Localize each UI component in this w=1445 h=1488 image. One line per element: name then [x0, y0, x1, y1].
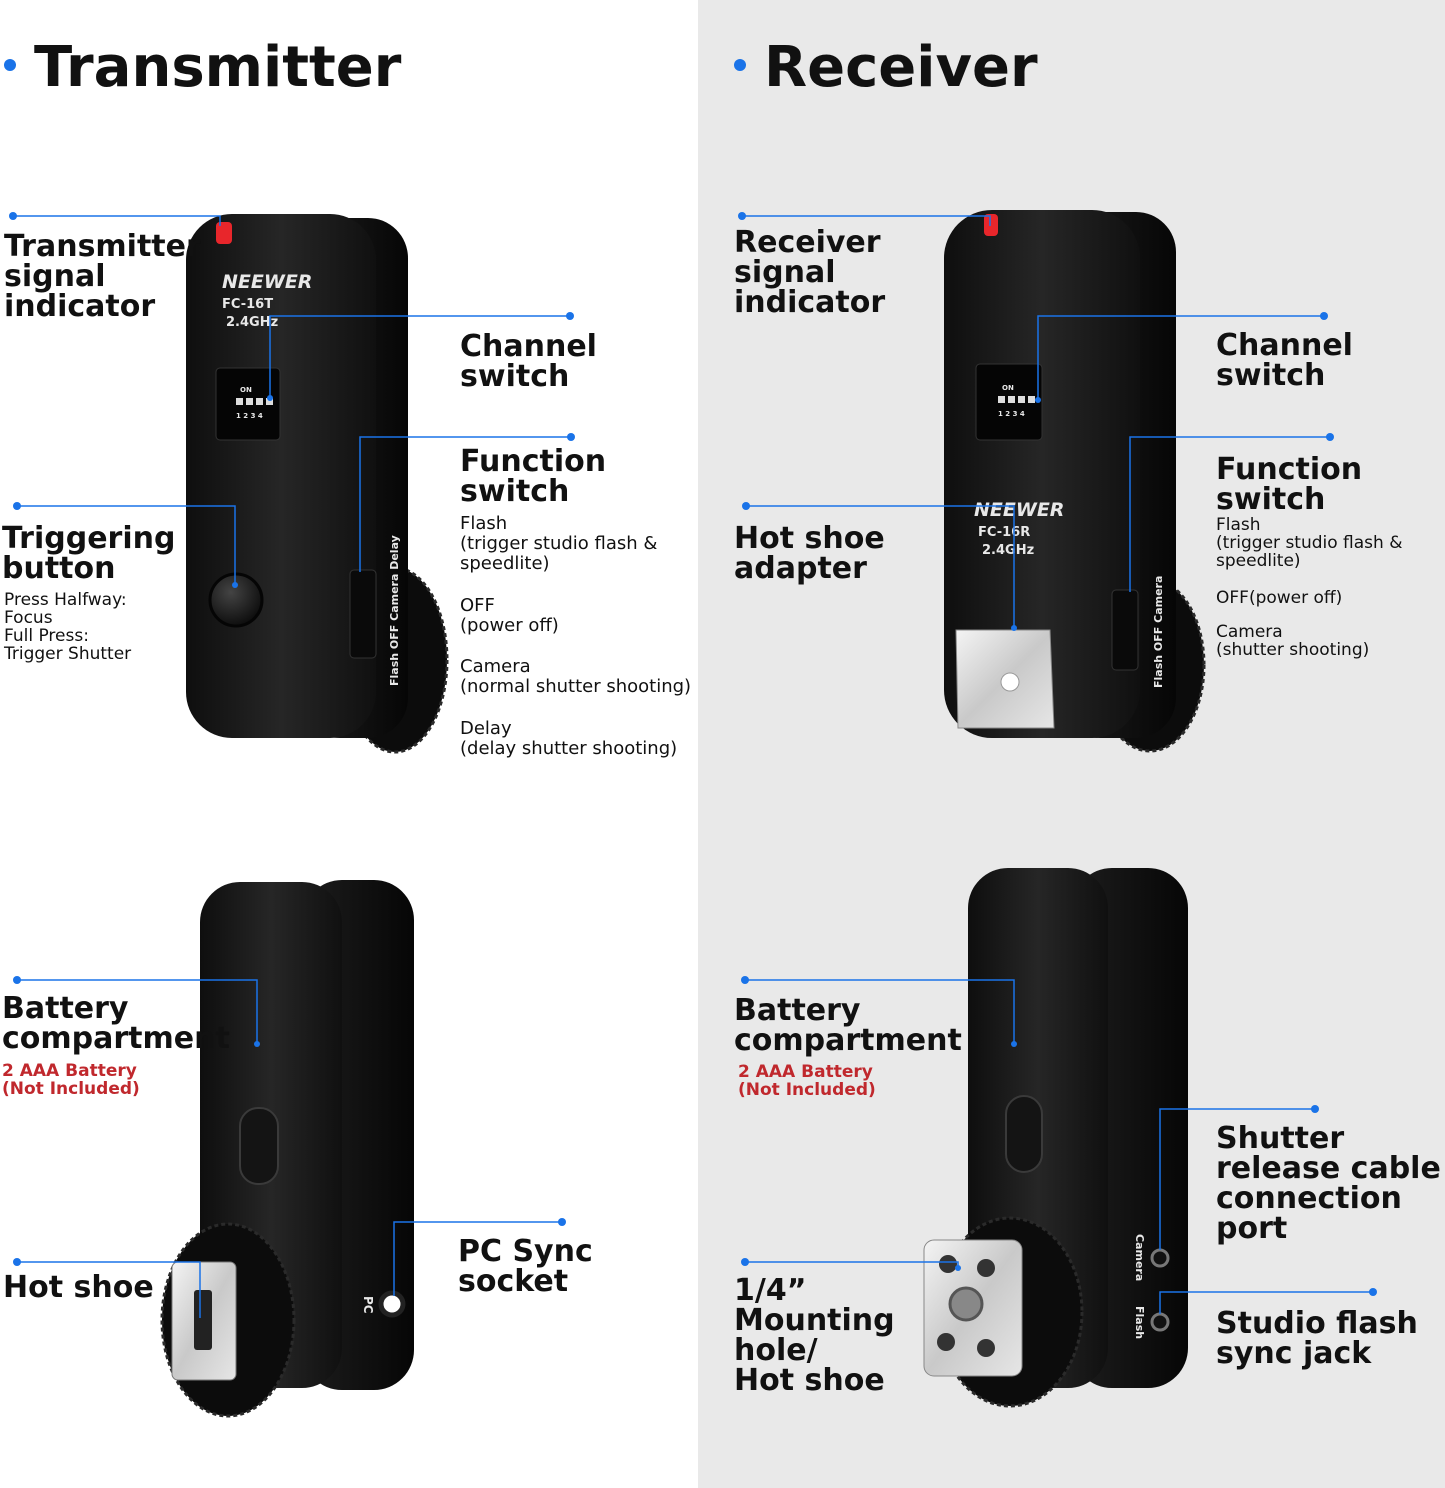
- hot-shoe-slot: [194, 1290, 212, 1350]
- dip-switch-icon: [1018, 396, 1025, 403]
- option-name: Delay: [460, 718, 512, 739]
- dip-switch-icon: [998, 396, 1005, 403]
- device-brand: NEEWER: [974, 499, 1064, 521]
- screw-icon: [977, 1259, 995, 1277]
- dip-switch-icon: [236, 398, 243, 405]
- transmitter-title-text: Transmitter: [34, 35, 402, 100]
- battery-door-latch-icon: [1005, 1095, 1043, 1173]
- screw-icon: [939, 1255, 957, 1273]
- camera-port-icon: [1150, 1248, 1170, 1268]
- option-desc: (trigger studio flash & speedlite): [1216, 533, 1403, 571]
- screw-icon: [977, 1339, 995, 1357]
- transmitter-back-device: PC: [160, 880, 414, 1418]
- receiver-channel-switch-label: Channel switch: [1216, 328, 1353, 393]
- option-desc: (power off): [460, 615, 559, 636]
- dip-numbers: 1 2 3 4: [998, 410, 1025, 418]
- battery-door-latch-icon: [239, 1107, 279, 1185]
- receiver-function-option-off: OFF(power off): [1216, 588, 1342, 608]
- dip-on-label: ON: [1002, 384, 1014, 392]
- dip-numbers: 1 2 3 4: [236, 412, 263, 420]
- shutter-release-port-label: Shutter release cable connection port: [1216, 1121, 1441, 1246]
- studio-flash-jack-label: Studio flash sync jack: [1216, 1306, 1418, 1371]
- transmitter-battery-label: Battery compartment: [2, 991, 230, 1056]
- transmitter-hot-shoe-label: Hot shoe: [3, 1270, 154, 1305]
- mounting-hole-label: 1/4” Mounting hole/ Hot shoe: [734, 1273, 895, 1398]
- device-frequency: 2.4GHz: [226, 315, 278, 330]
- option-name: Camera: [1216, 622, 1283, 642]
- triggering-button-desc: Press Halfway: Focus Full Press: Trigger…: [4, 590, 132, 664]
- option-name: Flash: [1216, 515, 1261, 535]
- device-brand: NEEWER: [222, 271, 312, 293]
- option-name: OFF(power off): [1216, 588, 1343, 608]
- dip-on-label: ON: [240, 386, 252, 394]
- transmitter-function-option-flash: Flash (trigger studio flash & speedlite): [460, 514, 657, 574]
- receiver-function-switch-label: Function switch: [1216, 452, 1363, 517]
- device-model: FC-16R: [978, 525, 1030, 540]
- option-desc: (normal shutter shooting): [460, 676, 692, 697]
- receiver-front-device: ON 1 2 3 4 NEEWER FC-16R 2.4GHz Flash OF…: [944, 210, 1206, 753]
- receiver-battery-label: Battery compartment: [734, 993, 962, 1058]
- flash-port-label: Flash: [1133, 1306, 1146, 1339]
- dip-switch-icon: [266, 398, 273, 405]
- trigger-button-icon: [208, 572, 264, 628]
- function-switch-slider: [1111, 589, 1139, 671]
- dip-switch-icon: [1008, 396, 1015, 403]
- option-desc: (trigger studio flash & speedlite): [460, 533, 658, 574]
- option-name: Flash: [460, 513, 508, 534]
- transmitter-function-option-camera: Camera (normal shutter shooting): [460, 657, 691, 697]
- function-switch-text: Flash OFF Camera: [1152, 576, 1165, 688]
- transmitter-function-option-off: OFF (power off): [460, 596, 559, 636]
- option-name: OFF: [460, 595, 495, 616]
- pc-sync-socket-label: PC Sync socket: [458, 1234, 593, 1299]
- receiver-battery-note: 2 AAA Battery (Not Included): [738, 1062, 876, 1100]
- dip-switch-icon: [256, 398, 263, 405]
- signal-led-icon: [984, 214, 998, 236]
- hot-shoe-contact: [1000, 672, 1020, 692]
- triggering-button-label: Triggering button: [2, 521, 176, 586]
- option-desc: (delay shutter shooting): [460, 738, 678, 759]
- receiver-function-option-camera: Camera (shutter shooting): [1216, 623, 1369, 659]
- receiver-signal-indicator-label: Receiver signal indicator: [734, 225, 886, 320]
- receiver-title-text: Receiver: [764, 35, 1038, 100]
- receiver-back-device: Camera Flash: [923, 868, 1188, 1408]
- quarter-inch-hole-icon: [948, 1286, 984, 1322]
- dip-switch-icon: [1028, 396, 1035, 403]
- function-switch-text: Flash OFF Camera Delay: [388, 535, 401, 686]
- function-switch-slider: [349, 569, 377, 659]
- dip-switch-icon: [246, 398, 253, 405]
- pc-port-label: PC: [361, 1296, 375, 1314]
- transmitter-title: Transmitter: [4, 40, 401, 96]
- transmitter-front-device: NEEWER FC-16T 2.4GHz ON 1 2 3 4 Flash OF…: [186, 214, 449, 754]
- transmitter-channel-switch-label: Channel switch: [460, 329, 597, 394]
- device-frequency: 2.4GHz: [982, 543, 1034, 558]
- camera-port-label: Camera: [1133, 1234, 1146, 1281]
- transmitter-battery-note: 2 AAA Battery (Not Included): [2, 1061, 140, 1099]
- pc-sync-port-icon: [378, 1290, 406, 1318]
- hot-shoe-adapter-label: Hot shoe adapter: [734, 521, 885, 586]
- receiver-function-option-flash: Flash (trigger studio flash & speedlite): [1216, 516, 1402, 570]
- receiver-title: Receiver: [734, 40, 1038, 96]
- screw-icon: [937, 1333, 955, 1351]
- signal-led-icon: [216, 222, 232, 244]
- transmitter-function-option-delay: Delay (delay shutter shooting): [460, 719, 677, 759]
- title-bullet-icon: [4, 58, 16, 71]
- transmitter-function-switch-label: Function switch: [460, 444, 607, 509]
- option-desc: (shutter shooting): [1216, 640, 1370, 660]
- option-name: Camera: [460, 656, 531, 677]
- transmitter-signal-indicator-label: Transmitter signal indicator: [4, 229, 201, 324]
- device-model: FC-16T: [222, 297, 273, 312]
- title-bullet-icon: [734, 58, 746, 71]
- flash-port-icon: [1150, 1312, 1170, 1332]
